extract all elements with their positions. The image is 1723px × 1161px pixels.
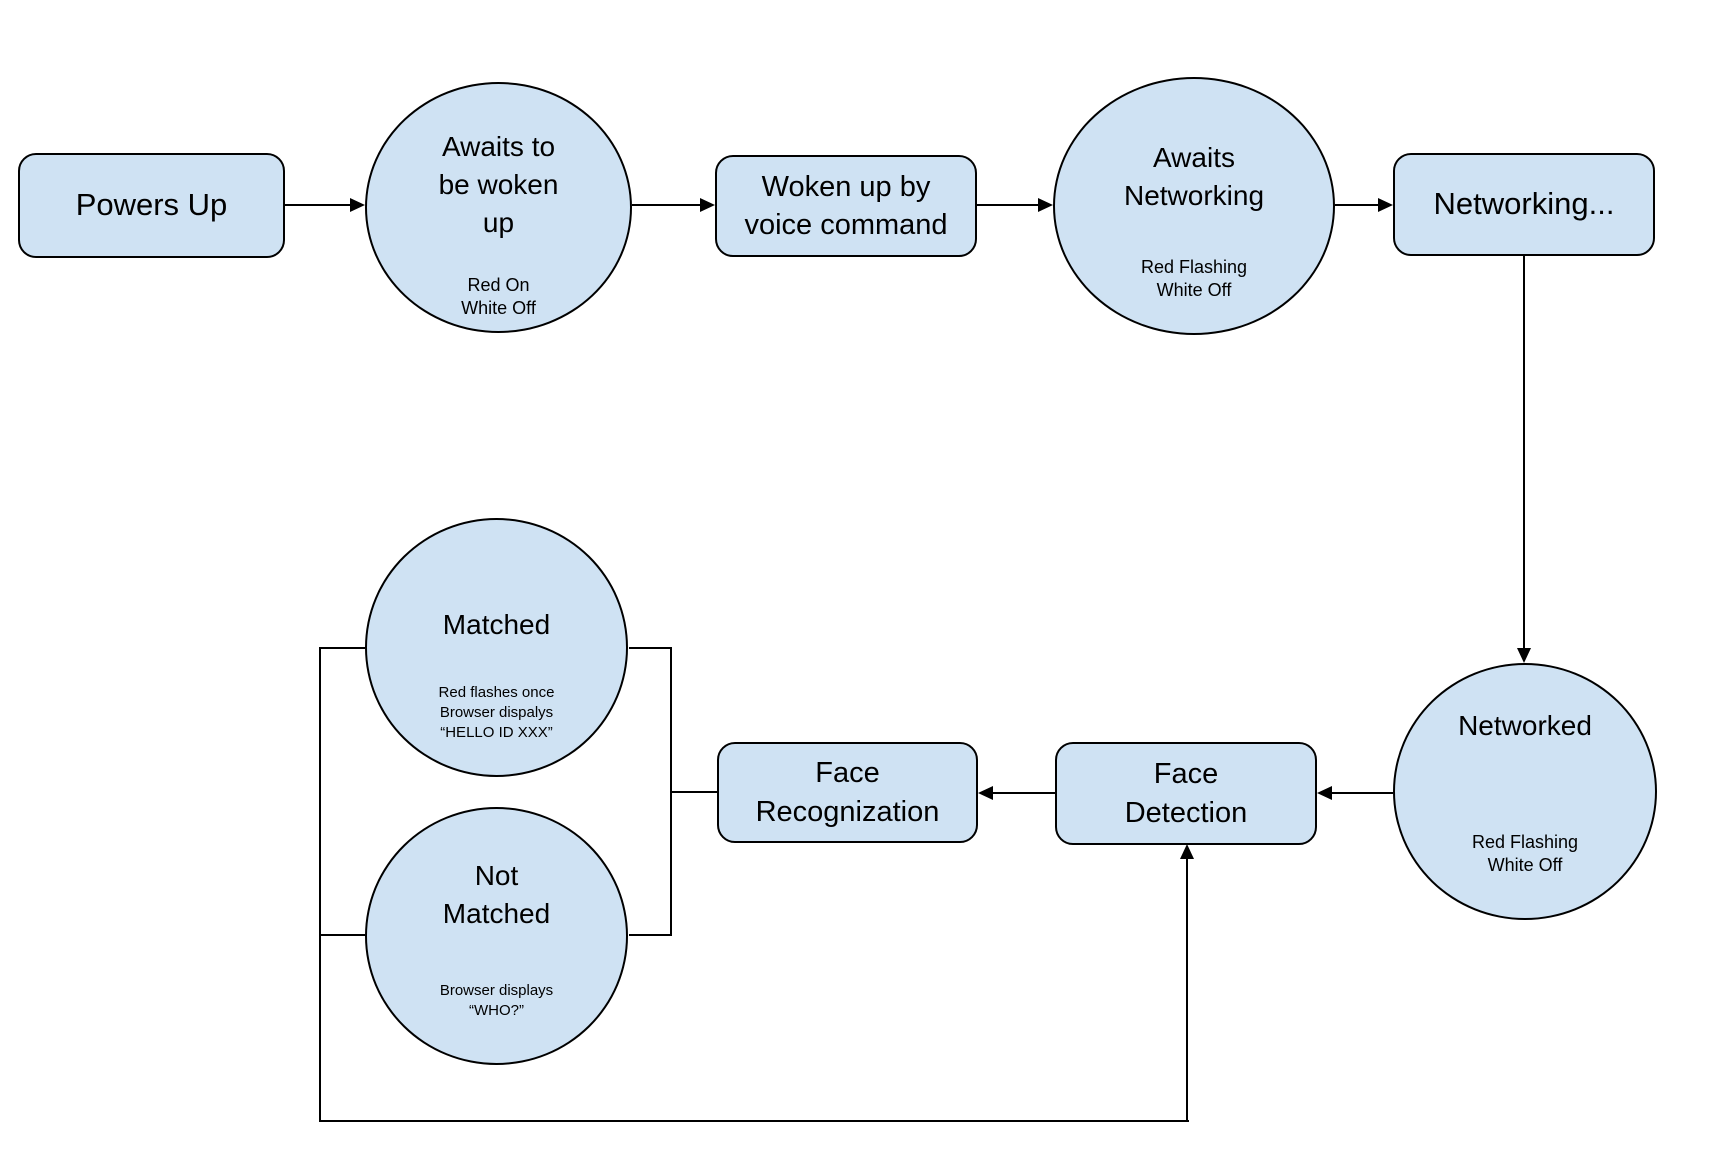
node-networked-sublabel: Red Flashing White Off bbox=[1471, 832, 1579, 875]
node-awaits-wake: Awaits to be woken up Red On White Off bbox=[365, 82, 632, 333]
arrowhead-left-icon bbox=[1317, 786, 1332, 800]
node-networking-label: Networking... bbox=[1433, 186, 1615, 222]
connector-awaitswake-woken bbox=[632, 204, 701, 206]
connector-facedetection-facerecognization bbox=[993, 792, 1055, 794]
arrowhead-up-icon bbox=[1180, 844, 1194, 859]
node-awaits-networking-label: Awaits Networking bbox=[1123, 142, 1265, 212]
node-networked-label: Networked bbox=[1458, 710, 1592, 741]
connector-networking-networked bbox=[1523, 256, 1525, 648]
connector-matched-bracket-left bbox=[320, 647, 365, 649]
connector-feedback-right-vertical bbox=[1186, 859, 1188, 1121]
node-networked: Networked Red Flashing White Off bbox=[1393, 663, 1657, 920]
node-awaits-networking: Awaits Networking Red Flashing White Off bbox=[1053, 77, 1335, 335]
arrowhead-left-icon bbox=[978, 786, 993, 800]
arrowhead-right-icon bbox=[350, 198, 365, 212]
connector-feedback-left-vertical bbox=[319, 647, 321, 1122]
node-awaits-wake-label: Awaits to be woken up bbox=[438, 131, 559, 239]
node-face-detection: Face Detection bbox=[1055, 742, 1317, 845]
connector-bracket-facerecognization bbox=[670, 791, 717, 793]
arrowhead-right-icon bbox=[1038, 198, 1053, 212]
connector-awaitsnetworking-networking bbox=[1335, 204, 1380, 206]
node-face-detection-label: Face Detection bbox=[1124, 758, 1248, 829]
node-matched-sublabel: Red flashes once Browser dispalys “HELLO… bbox=[438, 684, 555, 741]
connector-networked-facedetection bbox=[1332, 792, 1393, 794]
node-not-matched-sublabel: Browser displays “WHO?” bbox=[439, 982, 554, 1019]
connector-notmatched-bracket-right bbox=[629, 934, 672, 936]
connector-powersup-awaitswake bbox=[285, 204, 351, 206]
node-awaits-wake-sublabel: Red On White Off bbox=[461, 275, 536, 318]
connector-woken-awaitsnetworking bbox=[977, 204, 1040, 206]
connector-feedback-bottom bbox=[319, 1120, 1189, 1122]
node-matched-label: Matched bbox=[442, 609, 551, 640]
node-powers-up: Powers Up bbox=[18, 153, 285, 258]
node-woken-by-voice-label: Woken up by voice command bbox=[744, 170, 948, 241]
node-powers-up-label: Powers Up bbox=[75, 187, 228, 223]
arrowhead-right-icon bbox=[1378, 198, 1393, 212]
node-woken-by-voice: Woken up by voice command bbox=[715, 155, 977, 257]
connector-matched-bracket-right bbox=[629, 647, 672, 649]
connector-notmatched-bracket-left bbox=[320, 934, 365, 936]
arrowhead-right-icon bbox=[700, 198, 715, 212]
node-face-recognization-label: Face Recognization bbox=[755, 757, 940, 828]
node-not-matched: Not Matched Browser displays “WHO?” bbox=[365, 807, 628, 1065]
node-face-recognization: Face Recognization bbox=[717, 742, 978, 843]
node-networking: Networking... bbox=[1393, 153, 1655, 256]
node-awaits-networking-sublabel: Red Flashing White Off bbox=[1140, 257, 1248, 300]
node-matched: Matched Red flashes once Browser dispaly… bbox=[365, 518, 628, 777]
arrowhead-down-icon bbox=[1517, 648, 1531, 663]
node-not-matched-label: Not Matched bbox=[442, 860, 551, 930]
